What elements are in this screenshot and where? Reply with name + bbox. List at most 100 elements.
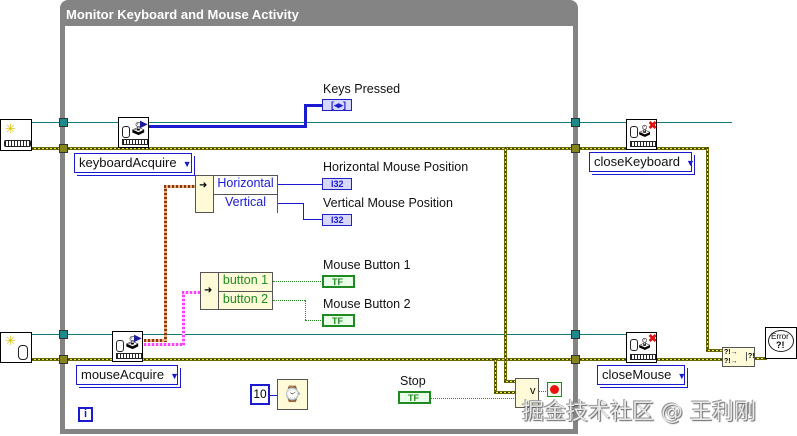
vertical-wire-h	[303, 219, 323, 220]
horizontal-position-indicator[interactable]: I32	[322, 178, 352, 190]
mouse-icon	[630, 339, 638, 351]
error-branch-mouse-h	[494, 391, 518, 394]
chevron-down-icon: ▼	[170, 371, 180, 381]
chevron-down-icon: ▼	[677, 371, 687, 381]
merge-error-in-2: ?!→	[724, 358, 738, 365]
stop-wire	[430, 398, 518, 399]
compound-or[interactable]: v	[515, 378, 539, 408]
close-keyboard-value: closeKeyboard	[594, 154, 680, 169]
keyboard-icon	[116, 353, 142, 359]
keyboard-error-tunnel-out	[571, 144, 580, 153]
keyboard-icon	[630, 141, 656, 147]
close-mouse-value: closeMouse	[602, 367, 672, 382]
vertical-wire	[277, 203, 304, 204]
wait-wire	[270, 395, 278, 396]
keys-pressed-indicator[interactable]: [◂▸]	[322, 99, 352, 111]
keyboard-error-wire-v	[706, 147, 709, 352]
button1-wire	[273, 281, 323, 282]
loop-condition-terminal[interactable]	[547, 382, 562, 397]
button2-wire	[273, 300, 305, 301]
mouse-icon	[630, 126, 638, 138]
speech-bubble-icon	[768, 330, 794, 352]
keyboard-error-wire	[32, 147, 709, 150]
position-cluster-wire-h	[164, 185, 196, 188]
close-mouse-vi[interactable]: 🕹 ✖	[626, 332, 657, 363]
mouse-ref-wire	[32, 334, 632, 335]
arrow-right-icon: ➜	[199, 180, 208, 191]
or-glyph: v	[530, 385, 536, 397]
joystick-icon: 🕹	[124, 335, 141, 350]
stop-label: Stop	[400, 374, 426, 388]
close-keyboard-enum[interactable]: closeKeyboard ▼	[589, 152, 695, 172]
button2-wire-h	[305, 320, 323, 321]
initialize-keyboard-vi[interactable]: ✳	[0, 119, 32, 151]
new-star-icon: ✳	[5, 333, 16, 348]
unbundle-horizontal: Horizontal	[213, 176, 277, 195]
keyboard-ref-wire	[32, 122, 732, 123]
keyboard-error-tunnel-in	[59, 144, 68, 153]
mouse-error-wire	[32, 358, 728, 361]
error-glyph: ?!	[776, 340, 785, 350]
mouse-error-tunnel-in	[59, 355, 68, 364]
simple-error-handler[interactable]: Error ?!	[765, 327, 797, 359]
wait-ms-constant[interactable]: 10	[250, 384, 270, 405]
button2-wire-v	[305, 300, 306, 320]
watermark: 掘金技术社区 @ 王利刚	[522, 400, 756, 425]
new-star-icon: ✳	[5, 121, 16, 136]
joystick-icon: 🕹	[130, 121, 147, 136]
keyboard-icon	[4, 140, 31, 147]
vertical-wire-v	[303, 203, 304, 220]
error-branch-mouse	[494, 358, 497, 394]
close-x-icon: ✖	[648, 333, 658, 345]
mouse-icon	[18, 345, 28, 360]
mouse-button2-indicator[interactable]: TF	[322, 314, 355, 327]
keyboard-ref-tunnel-in	[59, 118, 68, 127]
close-x-icon: ✖	[648, 120, 658, 132]
keyboard-icon	[630, 354, 656, 360]
close-mouse-enum[interactable]: closeMouse ▼	[597, 365, 687, 385]
unbundle-button2: button 2	[218, 292, 272, 310]
merge-errors[interactable]: ?!→ ?!→ ?!	[722, 347, 755, 367]
mouse-button2-label: Mouse Button 2	[323, 297, 411, 311]
merge-error-in-1: ?!→	[724, 349, 738, 356]
acquire-keyboard-vi[interactable]: 🕹 ▶	[118, 117, 149, 148]
close-keyboard-vi[interactable]: 🕹 ✖	[626, 119, 657, 150]
error-branch-kbd-h	[504, 380, 518, 383]
horizontal-wire	[277, 184, 323, 185]
while-loop[interactable]	[60, 0, 578, 434]
position-cluster-wire	[144, 339, 166, 342]
chevron-down-icon: ▼	[182, 159, 192, 169]
keyboard-acquire-value: keyboardAcquire	[79, 155, 177, 170]
mouse-ref-tunnel-out	[571, 330, 580, 339]
mouse-button1-indicator[interactable]: TF	[322, 275, 355, 288]
mouse-icon	[122, 126, 130, 138]
stop-button-control[interactable]: TF	[398, 391, 431, 404]
watch-icon: ⌚	[283, 386, 302, 403]
unbundle-position[interactable]: ➜ Horizontal Vertical	[195, 175, 278, 213]
error-branch-kbd	[504, 147, 507, 382]
mouse-acquire-enum[interactable]: mouseAcquire▼	[76, 365, 180, 385]
flag-icon: ▶	[140, 119, 148, 130]
chevron-down-icon: ▼	[686, 158, 695, 168]
mouse-ref-tunnel-in	[59, 330, 68, 339]
merged-error-wire	[755, 357, 767, 360]
keys-pressed-label: Keys Pressed	[323, 82, 401, 96]
button-cluster-wire-h	[182, 291, 202, 294]
initialize-mouse-vi[interactable]: ✳	[0, 332, 32, 363]
button-cluster-wire	[144, 343, 184, 346]
keyboard-ref-tunnel-out	[571, 118, 580, 127]
keys-wire	[149, 125, 306, 128]
mouse-error-tunnel-out	[571, 355, 580, 364]
mouse-button1-label: Mouse Button 1	[323, 258, 411, 272]
stop-sign-icon	[550, 385, 559, 394]
acquire-mouse-vi[interactable]: 🕹 ▶	[112, 331, 143, 362]
wait-function[interactable]: ⌚	[277, 379, 308, 410]
vertical-position-indicator[interactable]: I32	[322, 214, 352, 226]
keyboard-acquire-enum[interactable]: keyboardAcquire ▼	[74, 153, 192, 173]
joystick-icon: 🕹	[637, 124, 653, 138]
merge-error-out: ?!	[746, 352, 755, 361]
unbundle-buttons[interactable]: ➜ button 1 button 2	[200, 272, 273, 310]
keyboard-icon	[122, 139, 148, 145]
horizontal-position-label: Horizontal Mouse Position	[323, 160, 469, 174]
unbundle-button1: button 1	[218, 273, 272, 292]
